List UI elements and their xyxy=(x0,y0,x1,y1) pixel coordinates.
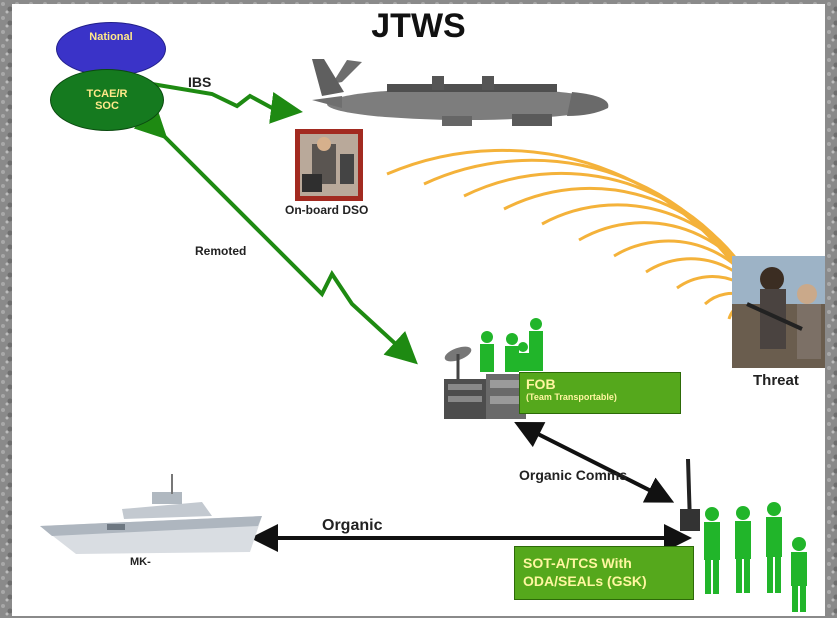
soc-label-line2: SOC xyxy=(95,100,119,112)
soc-ellipse: TCAE/R SOC xyxy=(50,69,164,131)
ibs-label: IBS xyxy=(188,74,212,90)
ibs-link-arrow xyxy=(151,82,303,124)
threat-photo xyxy=(732,256,825,368)
sot-radio-icon xyxy=(680,509,700,531)
operator-photo xyxy=(295,129,363,201)
threat-label: Threat xyxy=(753,372,799,389)
dso-label: On-board DSO xyxy=(285,203,369,217)
sot-soldiers xyxy=(704,502,807,612)
national-label: National xyxy=(89,31,133,43)
aircraft-icon xyxy=(312,59,609,126)
diagram-graphics xyxy=(40,59,825,612)
slide-title: JTWS xyxy=(371,7,466,45)
signal-arcs xyxy=(386,148,775,332)
remoted-link-arrow xyxy=(133,105,418,365)
sot-label-line2: ODA/SEALs (GSK) xyxy=(523,573,647,589)
diagram-slide: JTWS xyxy=(12,4,825,616)
fob-box: FOB (Team Transportable) xyxy=(519,372,681,414)
national-ellipse: National xyxy=(56,22,166,76)
sot-box: SOT-A/TCS With ODA/SEALs (GSK) xyxy=(514,546,694,600)
radio-equipment-icon xyxy=(444,374,526,419)
sot-label-line1: SOT-A/TCS With xyxy=(523,555,632,571)
organic-label: Organic xyxy=(322,517,383,534)
fob-soldiers xyxy=(480,318,543,372)
organic-comms-arrow xyxy=(514,422,675,503)
boat-label: MK- xyxy=(130,556,151,568)
antenna-icon xyxy=(444,346,472,379)
patrol-boat-icon xyxy=(40,474,262,554)
fob-subtitle: (Team Transportable) xyxy=(526,392,617,402)
fob-title: FOB xyxy=(526,376,556,392)
remoted-label: Remoted xyxy=(195,244,247,258)
soc-label-line1: TCAE/R xyxy=(86,88,128,100)
organic-comms-label: Organic Comms xyxy=(519,467,628,483)
